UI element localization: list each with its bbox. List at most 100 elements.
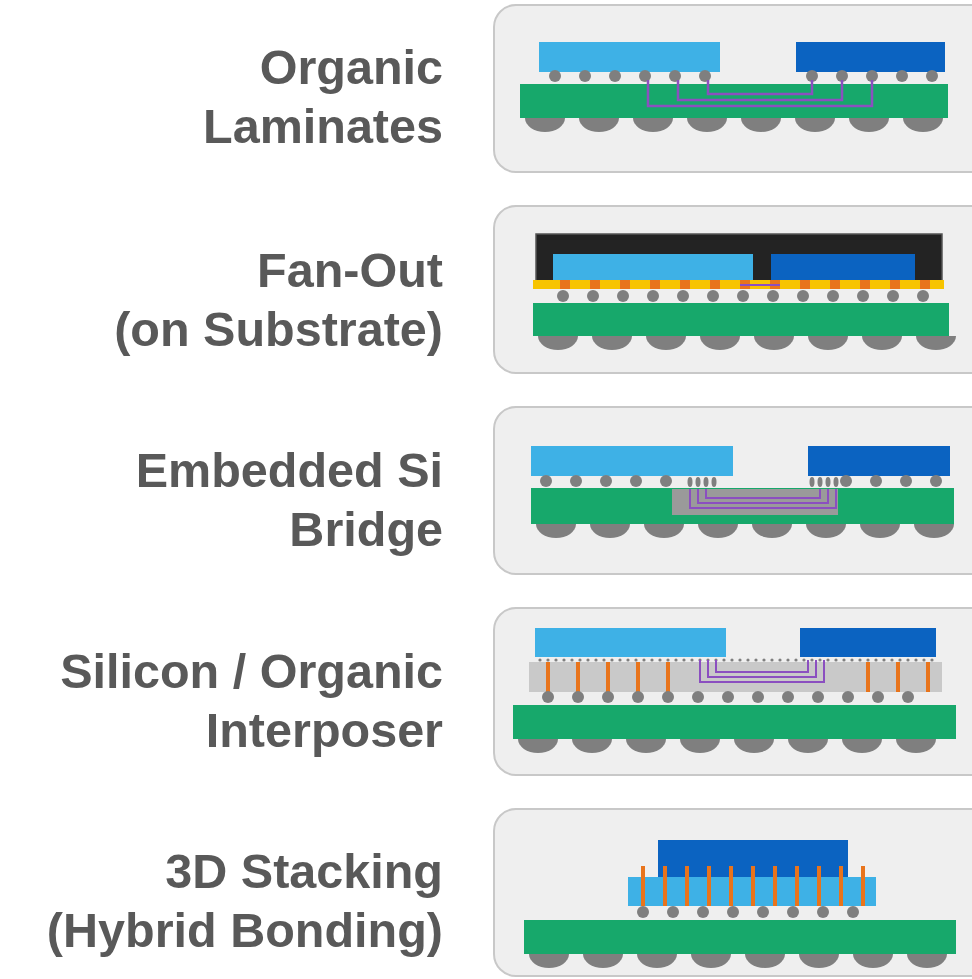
bump bbox=[787, 906, 799, 918]
micro-bump bbox=[594, 658, 597, 661]
substrate bbox=[513, 705, 956, 739]
bump bbox=[660, 475, 672, 487]
bump bbox=[632, 691, 644, 703]
micro-bump bbox=[810, 477, 815, 487]
bump bbox=[557, 290, 569, 302]
wire bbox=[716, 660, 808, 672]
bump bbox=[630, 475, 642, 487]
tsv bbox=[896, 662, 900, 692]
micro-bump bbox=[609, 70, 621, 82]
micro-bump bbox=[586, 658, 589, 661]
solder-ball bbox=[626, 739, 666, 753]
micro-bump bbox=[538, 658, 541, 661]
fan-out bbox=[533, 234, 956, 350]
micro-bump bbox=[834, 658, 837, 661]
solder-ball bbox=[907, 954, 947, 968]
micro-bump bbox=[674, 658, 677, 661]
bump bbox=[587, 290, 599, 302]
bump bbox=[887, 290, 899, 302]
panel bbox=[494, 407, 972, 574]
tsv bbox=[636, 662, 640, 692]
micro-bump bbox=[754, 658, 757, 661]
bump bbox=[602, 691, 614, 703]
solder-ball bbox=[633, 118, 673, 132]
bump bbox=[722, 691, 734, 703]
micro-bump bbox=[802, 658, 805, 661]
bump bbox=[540, 475, 552, 487]
bump bbox=[617, 290, 629, 302]
substrate bbox=[524, 920, 956, 954]
solder-ball bbox=[525, 118, 565, 132]
row-label: Silicon / Organic Interposer bbox=[0, 642, 443, 760]
die bbox=[535, 628, 726, 657]
die bbox=[808, 446, 950, 476]
mold bbox=[536, 234, 942, 284]
solder-ball bbox=[536, 524, 576, 538]
tsv bbox=[576, 662, 580, 692]
micro-bump bbox=[634, 658, 637, 661]
bump bbox=[600, 475, 612, 487]
micro-bump bbox=[696, 477, 701, 487]
solder-ball bbox=[903, 118, 943, 132]
solder-ball bbox=[637, 954, 677, 968]
wire bbox=[690, 489, 836, 508]
bump bbox=[900, 475, 912, 487]
solder-ball bbox=[538, 336, 578, 350]
micro-bump bbox=[650, 658, 653, 661]
micro-bump bbox=[834, 477, 839, 487]
solder-ball bbox=[914, 524, 954, 538]
solder-ball bbox=[842, 739, 882, 753]
micro-bump bbox=[922, 658, 925, 661]
micro-bump bbox=[570, 658, 573, 661]
rdl-via bbox=[620, 280, 630, 289]
solder-ball bbox=[691, 954, 731, 968]
micro-bump bbox=[818, 658, 821, 661]
bump bbox=[647, 290, 659, 302]
rdl-via bbox=[890, 280, 900, 289]
bump bbox=[840, 475, 852, 487]
solder-ball bbox=[646, 336, 686, 350]
rdl-via bbox=[860, 280, 870, 289]
solder-ball bbox=[592, 336, 632, 350]
bump bbox=[930, 475, 942, 487]
micro-bump bbox=[866, 658, 869, 661]
bump bbox=[662, 691, 674, 703]
solder-ball bbox=[862, 336, 902, 350]
tsv bbox=[729, 866, 733, 906]
solder-ball bbox=[896, 739, 936, 753]
solder-ball bbox=[745, 954, 785, 968]
micro-bump bbox=[704, 477, 709, 487]
micro-bump bbox=[546, 658, 549, 661]
tsv bbox=[606, 662, 610, 692]
bump bbox=[692, 691, 704, 703]
bump bbox=[697, 906, 709, 918]
solder-ball bbox=[916, 336, 956, 350]
rdl-via bbox=[710, 280, 720, 289]
silicon-bridge bbox=[672, 489, 838, 515]
bump bbox=[812, 691, 824, 703]
rdl-via bbox=[650, 280, 660, 289]
solder-ball bbox=[741, 118, 781, 132]
micro-bump bbox=[578, 658, 581, 661]
interposer bbox=[513, 628, 956, 753]
solder-ball bbox=[808, 336, 848, 350]
tsv bbox=[866, 662, 870, 692]
tsv bbox=[641, 866, 645, 906]
die bbox=[771, 254, 915, 280]
wire bbox=[706, 489, 820, 498]
tsv bbox=[751, 866, 755, 906]
panel bbox=[494, 809, 972, 976]
micro-bump bbox=[602, 658, 605, 661]
wire bbox=[740, 284, 780, 286]
micro-bump bbox=[762, 658, 765, 661]
micro-bump bbox=[682, 658, 685, 661]
solder-ball bbox=[806, 524, 846, 538]
bump bbox=[737, 290, 749, 302]
micro-bump bbox=[786, 658, 789, 661]
bump bbox=[857, 290, 869, 302]
micro-bump bbox=[818, 477, 823, 487]
solder-ball bbox=[698, 524, 738, 538]
row-label: Fan-Out (on Substrate) bbox=[0, 241, 443, 359]
micro-bump bbox=[730, 658, 733, 661]
substrate bbox=[531, 488, 954, 524]
